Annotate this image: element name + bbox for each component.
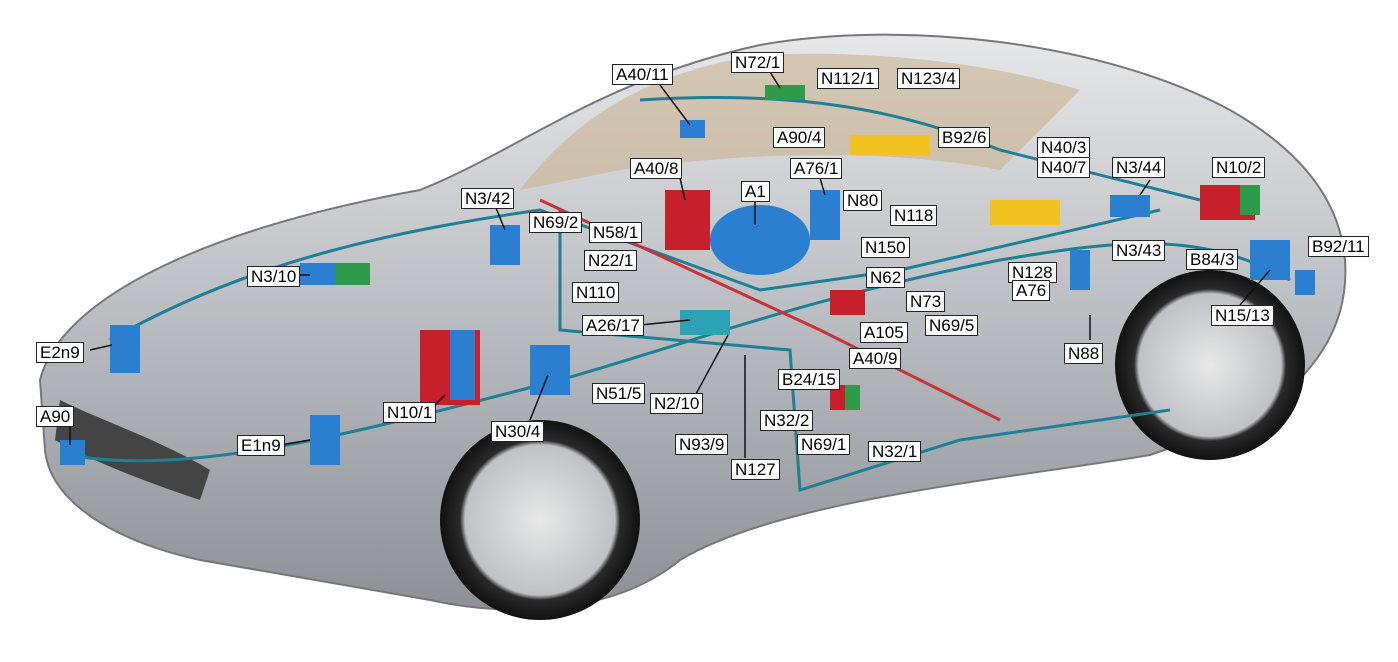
label-a40-9: A40/9 — [849, 348, 902, 369]
label-n22-1: N22/1 — [584, 250, 638, 271]
label-n150: N150 — [861, 237, 910, 258]
label-n69-5: N69/5 — [925, 315, 979, 336]
label-n40-3: N40/3 — [1037, 137, 1091, 158]
label-n2-10: N2/10 — [650, 393, 704, 414]
label-e1n9: E1n9 — [237, 435, 285, 456]
label-n40-7: N40/7 — [1037, 157, 1091, 178]
label-b92-6: B92/6 — [938, 127, 991, 148]
label-n10-2: N10/2 — [1212, 157, 1266, 178]
label-n3-10: N3/10 — [247, 266, 301, 287]
label-n112-1: N112/1 — [817, 68, 879, 89]
label-a40-11: A40/11 — [612, 64, 673, 85]
label-n73: N73 — [906, 291, 946, 312]
label-b24-15: B24/15 — [778, 369, 840, 390]
front-wheel — [440, 420, 640, 620]
label-b92-11: B92/11 — [1308, 236, 1369, 257]
control-units — [60, 85, 1315, 465]
label-n128: N128 — [1008, 262, 1057, 283]
label-n72-1: N72/1 — [731, 52, 785, 73]
label-n127: N127 — [731, 459, 780, 480]
label-n69-2: N69/2 — [529, 212, 583, 233]
label-n10-1: N10/1 — [383, 402, 437, 423]
label-n15-13: N15/13 — [1211, 305, 1274, 326]
label-n51-5: N51/5 — [592, 383, 646, 404]
front-grille — [55, 400, 210, 500]
label-n32-2: N32/2 — [760, 410, 814, 431]
label-a26-17: A26/17 — [582, 315, 644, 336]
label-a76-1: A76/1 — [790, 158, 843, 179]
label-n3-44: N3/44 — [1112, 157, 1166, 178]
label-a90-4: A90/4 — [773, 127, 826, 148]
label-n69-1: N69/1 — [797, 434, 851, 455]
label-a76: A76 — [1012, 280, 1051, 301]
label-a90: A90 — [36, 406, 75, 427]
label-n3-43: N3/43 — [1112, 240, 1166, 261]
label-n123-4: N123/4 — [897, 68, 960, 89]
label-n88: N88 — [1064, 343, 1104, 364]
label-a1: A1 — [741, 181, 770, 202]
label-n62: N62 — [866, 267, 906, 288]
label-e2n9: E2n9 — [36, 342, 84, 363]
rear-wheel — [1115, 270, 1305, 460]
label-b84-3: B84/3 — [1186, 249, 1239, 270]
label-n58-1: N58/1 — [589, 222, 643, 243]
label-n32-1: N32/1 — [868, 441, 922, 462]
label-a105: A105 — [860, 322, 908, 343]
label-n30-4: N30/4 — [491, 421, 545, 442]
label-n118: N118 — [890, 205, 938, 226]
label-n110: N110 — [572, 282, 620, 303]
label-n93-9: N93/9 — [675, 434, 729, 455]
label-n80: N80 — [843, 190, 883, 211]
label-n3-42: N3/42 — [461, 188, 515, 209]
label-a40-8: A40/8 — [630, 158, 683, 179]
